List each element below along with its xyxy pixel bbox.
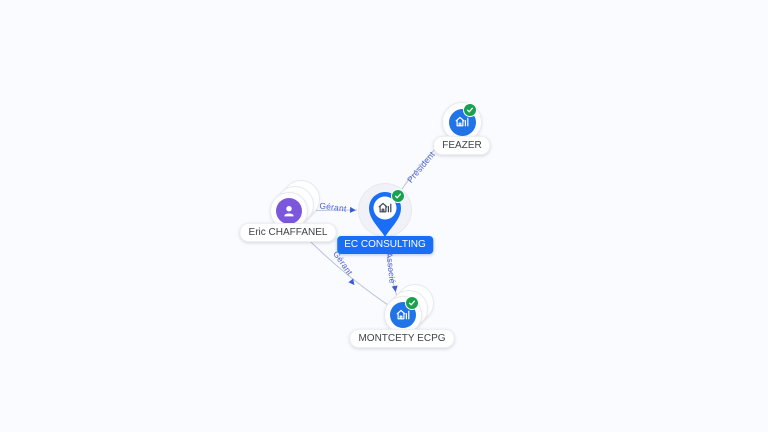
node-montcety-ecpg[interactable]: MONTCETY ECPG <box>349 284 455 348</box>
verified-check-icon <box>405 296 419 310</box>
person-icon <box>276 198 302 224</box>
edge-arrow-gerant-2 <box>348 278 355 286</box>
node-label[interactable]: FEAZER <box>433 136 491 155</box>
node-eric-chaffanel[interactable]: Eric CHAFFANEL <box>239 180 337 242</box>
edge-arrow-gerant-1 <box>349 206 356 213</box>
verified-check-icon <box>391 189 405 203</box>
node-label-selected[interactable]: EC CONSULTING <box>337 236 433 254</box>
node-label[interactable]: MONTCETY ECPG <box>349 329 455 348</box>
verified-check-icon <box>463 103 477 117</box>
node-label[interactable]: Eric CHAFFANEL <box>239 223 337 242</box>
map-pin-icon <box>369 192 401 237</box>
edge-arrow-associe <box>391 285 398 292</box>
node-feazer[interactable]: FEAZER <box>433 102 491 155</box>
node-ec-consulting[interactable]: EC CONSULTING <box>337 183 433 255</box>
